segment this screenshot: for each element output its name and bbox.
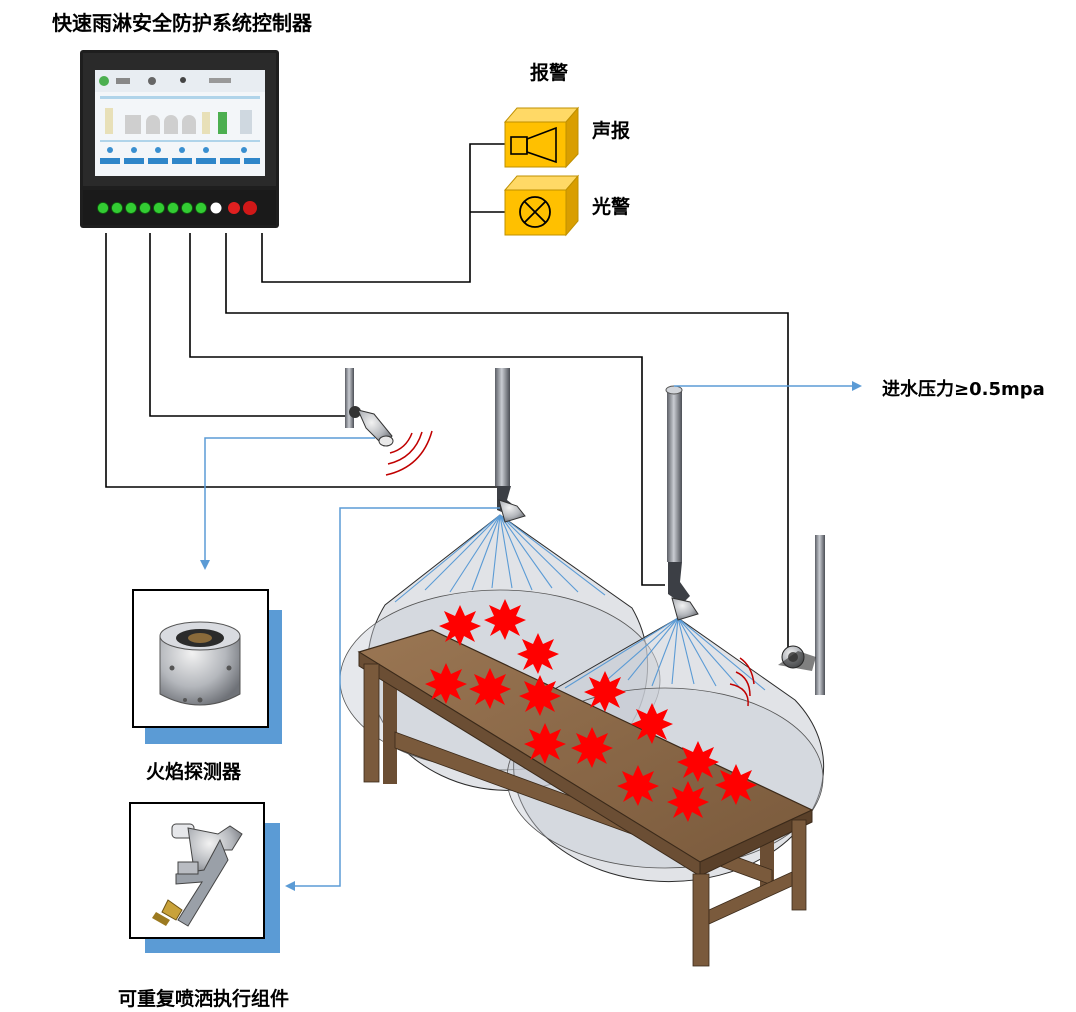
nozzle-pipe-2	[665, 385, 699, 621]
detector-pipe	[345, 368, 394, 447]
flame-detector-icon	[159, 621, 241, 706]
flame-detector-label: 火焰探测器	[146, 761, 242, 783]
horn-icon	[503, 106, 580, 169]
callout-arrows	[200, 381, 862, 891]
nozzle-assembly-icon	[152, 823, 243, 927]
detector-waves	[385, 430, 755, 707]
hmi-controller-icon	[80, 50, 279, 228]
sound-alarm-label: 声报	[592, 120, 631, 142]
pressure-label: 进水压力≥0.5mpa	[882, 379, 1045, 400]
alarm-heading: 报警	[530, 62, 569, 84]
actuator-label: 可重复喷洒执行组件	[118, 988, 290, 1010]
fire-icon	[425, 599, 757, 822]
nozzle-pipe-1	[495, 368, 526, 523]
control-wiring	[105, 143, 789, 648]
spray-lines	[394, 514, 766, 691]
right-detector-pipe	[778, 535, 825, 695]
light-alarm-label: 光警	[592, 196, 631, 218]
lamp-icon	[503, 174, 580, 237]
page-title: 快速雨淋安全防护系统控制器	[52, 11, 312, 35]
